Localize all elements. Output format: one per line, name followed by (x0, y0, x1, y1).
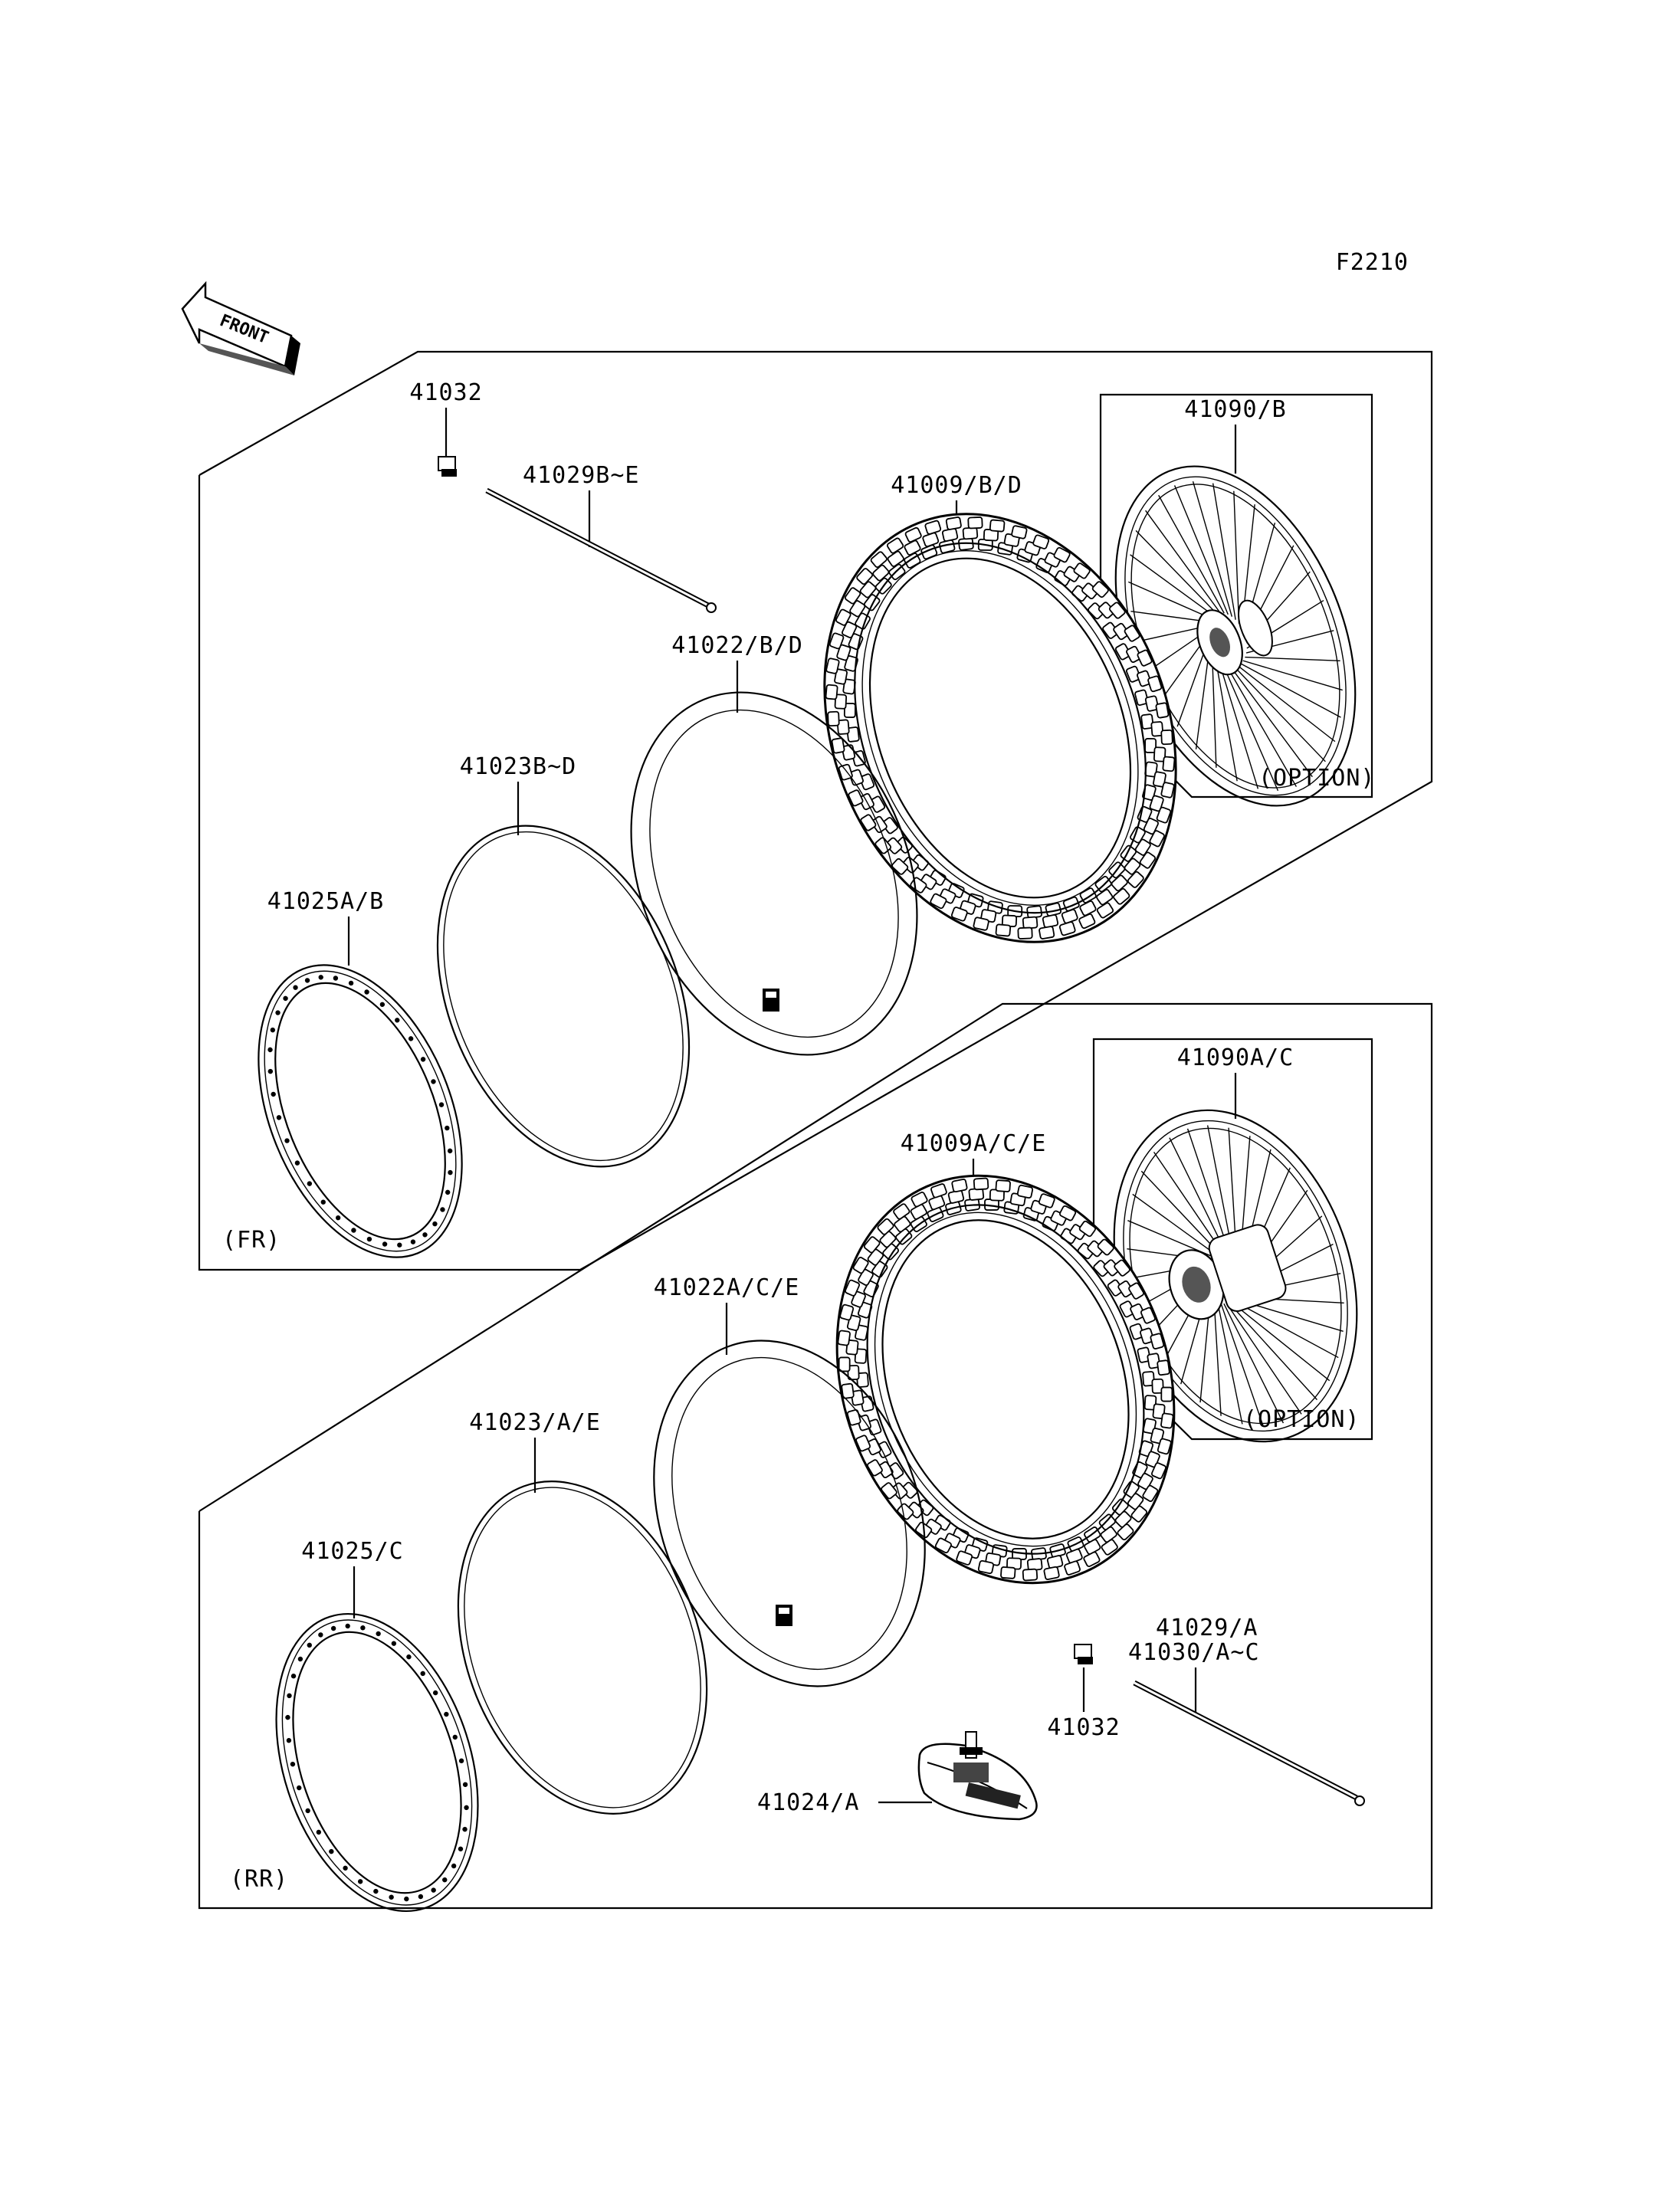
rim-lock-icon (917, 1731, 1038, 1821)
rear-group: 41090A/C (OPTION) 41009A/C/E 41022A/C/E (198, 1002, 1433, 1913)
rear-spoke-icon (1133, 1680, 1365, 1806)
rear-tire-icon (835, 1174, 1176, 1585)
label-41009-b-d: 41009/B/D (891, 472, 1022, 499)
rear-valve-stem-icon (776, 1605, 792, 1626)
valve-stem-icon (763, 989, 779, 1012)
label-41023-a-e: 41023/A/E (469, 1409, 601, 1436)
rear-rim-icon (275, 1612, 479, 1913)
label-41090-b: 41090/B (1184, 396, 1286, 423)
front-rim-icon (258, 964, 463, 1258)
label-41029-a: 41029/A (1156, 1615, 1258, 1641)
rear-valve-cap-icon (1074, 1644, 1093, 1664)
front-group: 41032 41029B~E 41090/B (OPTION) (198, 350, 1433, 1271)
front-arrow-icon: FRONT (181, 280, 300, 375)
rear-group-tag: (RR) (230, 1866, 288, 1893)
rear-rim-band-icon (457, 1481, 708, 1815)
front-group-tag: (FR) (222, 1227, 281, 1254)
label-41022a-c-e: 41022A/C/E (654, 1274, 800, 1301)
label-41025-c: 41025/C (301, 1538, 403, 1565)
valve-cap-icon (438, 456, 457, 477)
label-41029b-e: 41029B~E (523, 462, 640, 489)
label-41009a-c-e: 41009A/C/E (901, 1130, 1047, 1157)
label-41023b-d: 41023B~D (460, 753, 577, 780)
front-tire-icon (823, 513, 1177, 943)
spoke-icon (485, 487, 717, 613)
label-41090a-c: 41090A/C (1177, 1044, 1294, 1071)
label-41024-a: 41024/A (757, 1789, 859, 1816)
front-wheel-assembly-icon (1114, 465, 1357, 807)
front-panel-border (198, 350, 1433, 1271)
label-41022-b-d: 41022/B/D (671, 632, 803, 659)
label-41025a-b: 41025A/B (267, 888, 385, 915)
label-41032-rear: 41032 (1047, 1714, 1120, 1741)
front-tube-icon (630, 691, 918, 1056)
figure-code: F2210 (1336, 249, 1409, 276)
label-41032-front: 41032 (409, 379, 482, 406)
rear-panel-border (198, 1002, 1433, 1910)
rear-tube-icon (653, 1340, 926, 1687)
front-rim-band-icon (436, 825, 691, 1168)
label-41030-a-c: 41030/A~C (1128, 1639, 1260, 1666)
